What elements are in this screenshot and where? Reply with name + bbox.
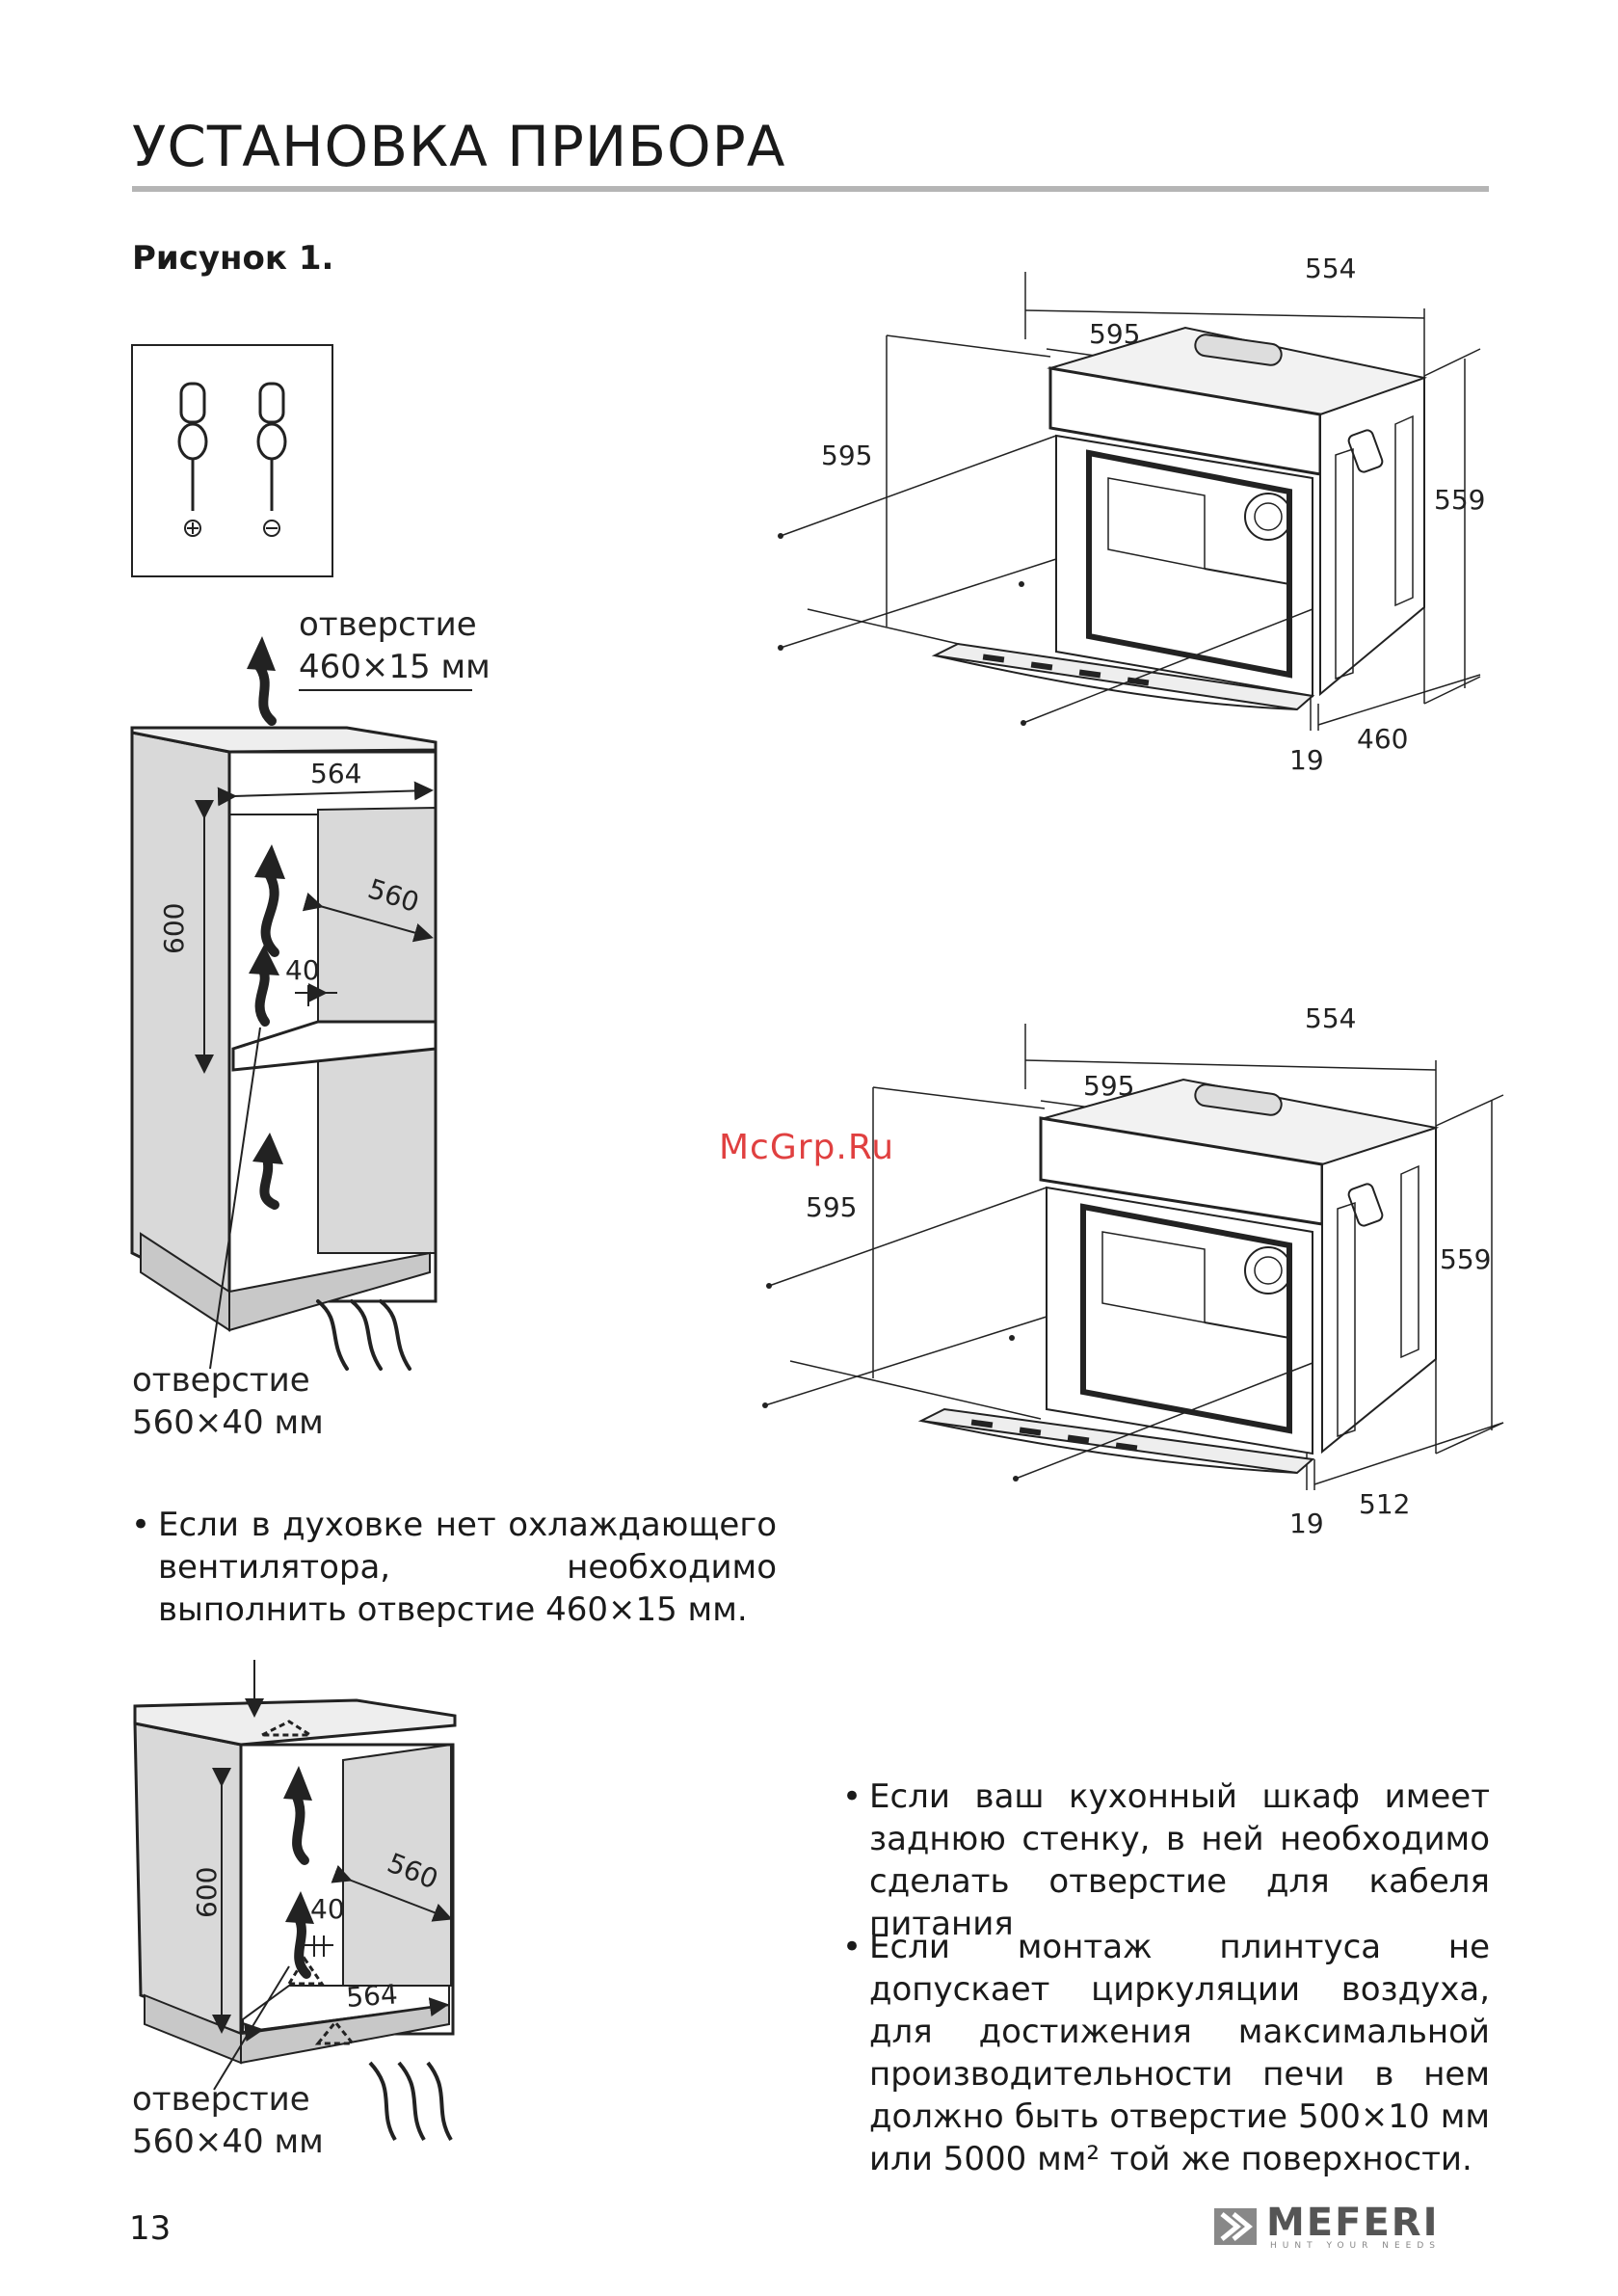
cabinet-top-width-label: 564 [310, 758, 361, 789]
bottom-hole-label-2: 560×40 мм [132, 1403, 324, 1442]
watermark: McGrp.Ru [719, 1128, 895, 1167]
note-right-1-text: Если ваш кухонный шкаф имеет заднюю стен… [869, 1777, 1490, 1943]
oven-bottom-width-top-label: 554 [1305, 1002, 1356, 1034]
meferi-logo-icon [1214, 2208, 1257, 2245]
oven-bottom-front-height-label: 595 [806, 1191, 857, 1223]
bullet: • [842, 1928, 862, 1966]
oven-bottom-depth-label: 512 [1359, 1488, 1410, 1520]
bottom2-hole-label-2: 560×40 мм [132, 2122, 324, 2161]
page-number: 13 [129, 2209, 172, 2248]
oven-bottom-door-label: 19 [1289, 1508, 1324, 1539]
note-right-2-text: Если монтаж плинтуса не допускает циркул… [869, 1928, 1490, 2178]
title-rule [132, 186, 1489, 192]
oven-top-height-label: 559 [1434, 484, 1485, 516]
bottom-hole-label-1: отверстие [132, 1361, 310, 1400]
note-left-1: • Если в духовке нет охлаждающего вентил… [131, 1504, 777, 1631]
oven-bottom-front-width-label: 595 [1083, 1070, 1134, 1102]
cabinet-bottom-height-label: 600 [191, 1867, 223, 1918]
bullet: • [842, 1777, 862, 1816]
oven-top-front-width-label: 595 [1089, 318, 1140, 350]
brand-logo: MEFERI HUNT YOUR NEEDS [1212, 2201, 1492, 2251]
oven-bottom-height-label: 559 [1440, 1243, 1491, 1275]
brand-name: MEFERI [1266, 2201, 1440, 2245]
cabinet-bottom-gap-label: 40 [310, 1893, 345, 1925]
cabinet-top-gap-label: 40 [285, 954, 320, 986]
oven-top-width-top-label: 554 [1305, 253, 1356, 284]
phillips-screwdriver-icon [177, 382, 208, 537]
figure-label: Рисунок 1. [132, 239, 334, 278]
note-left-1-text: Если в духовке нет охлаждающего вентилят… [158, 1506, 777, 1629]
top-hole-label-1: отверстие [299, 605, 477, 644]
flat-screwdriver-icon [256, 382, 287, 537]
note-right-1: • Если ваш кухонный шкаф имеет заднюю ст… [842, 1775, 1490, 1945]
cabinet-bottom-width-label: 564 [345, 1978, 399, 2014]
top-hole-label-2: 460×15 мм [299, 648, 491, 686]
bullet: • [131, 1506, 151, 1544]
oven-top-door-label: 19 [1289, 744, 1324, 776]
bottom2-hole-label-1: отверстие [132, 2080, 310, 2119]
note-right-2: • Если монтаж плинтуса не допускает цирк… [842, 1926, 1490, 2180]
oven-top-depth-label: 460 [1357, 723, 1408, 755]
oven-top-front-height-label: 595 [821, 440, 872, 471]
page-title: УСТАНОВКА ПРИБОРА [132, 114, 786, 179]
airflow-arrow-icon [253, 660, 411, 1371]
brand-tagline: HUNT YOUR NEEDS [1270, 2241, 1441, 2251]
cabinet-top-height-label: 600 [158, 903, 190, 954]
